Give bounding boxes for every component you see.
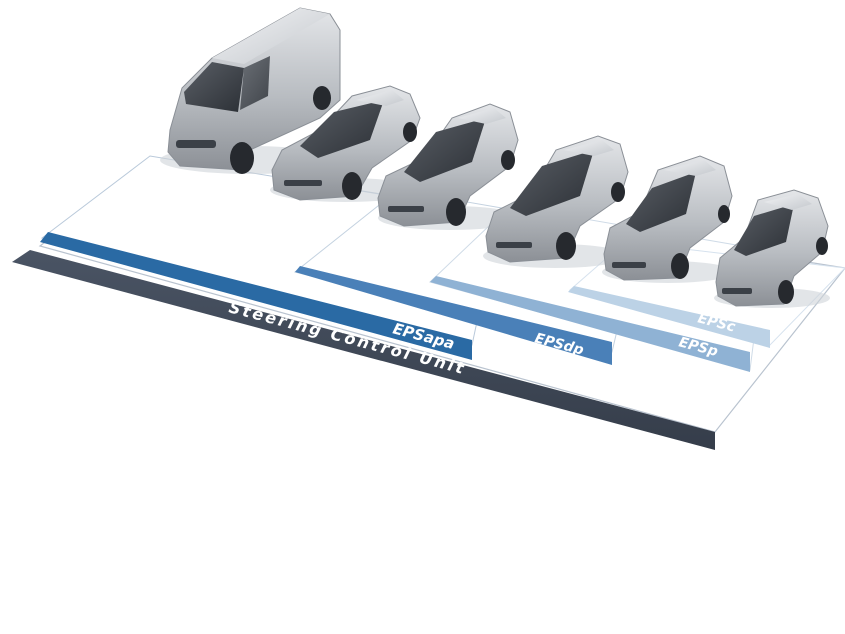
steering-product-diagram: Steering Control Unit EPSapa EPSdp EPSp …	[0, 0, 845, 634]
